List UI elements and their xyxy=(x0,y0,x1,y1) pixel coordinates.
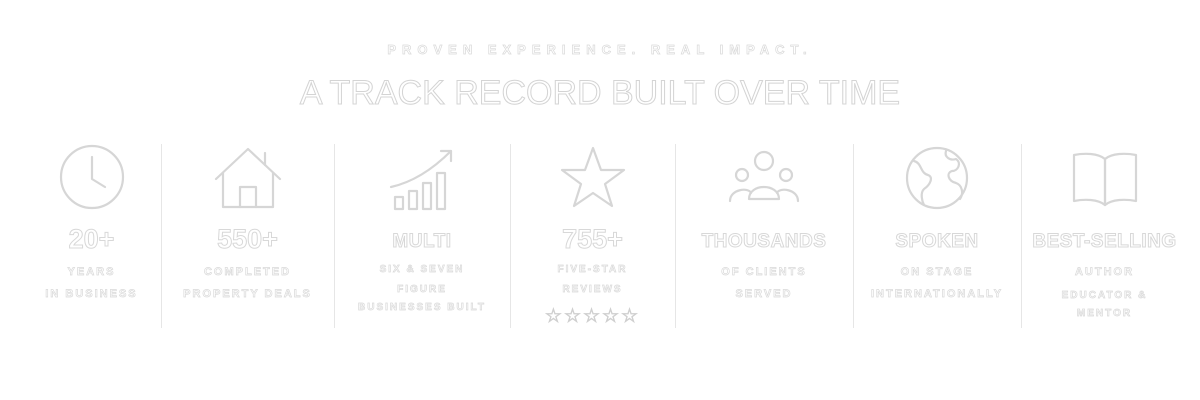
growth-chart-icon xyxy=(385,143,459,213)
stat-label-line3: MENTOR xyxy=(1076,308,1133,320)
globe-icon xyxy=(900,143,974,213)
stat-label-line1: OF CLIENTS xyxy=(721,266,807,279)
stat-spoken: SPOKEN ON STAGE INTERNATIONALLY xyxy=(853,140,1021,330)
book-icon xyxy=(1068,143,1142,213)
divider xyxy=(675,144,676,328)
stat-label-line2: EDUCATOR & xyxy=(1061,290,1148,302)
stat-label-line2: REVIEWS xyxy=(562,284,623,296)
clock-icon xyxy=(55,143,129,213)
stat-value: 550+ xyxy=(217,224,279,255)
stats-row: 20+ YEARS IN BUSINESS 550+ COMPLETED PRO… xyxy=(22,140,1188,330)
people-icon xyxy=(727,143,801,213)
stat-label-line2: FIGURE xyxy=(397,284,447,296)
stat-label-line3: BUSINESSES BUILT xyxy=(358,302,486,314)
stat-label-line1: ON STAGE xyxy=(900,266,974,279)
star-rating: ☆☆☆☆☆ xyxy=(544,305,641,327)
stat-label-line2: IN BUSINESS xyxy=(45,288,138,301)
divider xyxy=(1021,144,1022,328)
divider xyxy=(510,144,511,328)
stat-label-line1: COMPLETED xyxy=(203,266,292,279)
stat-businesses: MULTI SIX & SEVEN FIGURE BUSINESSES BUIL… xyxy=(334,140,510,330)
stat-label-line2: INTERNATIONALLY xyxy=(870,288,1004,301)
stat-years: 20+ YEARS IN BUSINESS xyxy=(22,140,161,330)
divider xyxy=(161,144,162,328)
stat-property-deals: 550+ COMPLETED PROPERTY DEALS xyxy=(161,140,334,330)
star-icon xyxy=(556,143,630,213)
stat-label-line1: YEARS xyxy=(67,266,116,279)
stat-value: THOUSANDS xyxy=(701,231,827,253)
stat-clients: THOUSANDS OF CLIENTS SERVED xyxy=(675,140,853,330)
stat-label-line1: FIVE-STAR xyxy=(557,264,628,276)
stat-label-line2: PROPERTY DEALS xyxy=(183,288,312,301)
stat-value: SPOKEN xyxy=(895,231,979,253)
house-icon xyxy=(211,143,285,213)
section-title: A TRACK RECORD BUILT OVER TIME xyxy=(299,74,901,113)
section-eyebrow: PROVEN EXPERIENCE. REAL IMPACT. xyxy=(387,42,813,58)
stat-author: BEST-SELLING AUTHOR EDUCATOR & MENTOR xyxy=(1021,140,1188,330)
stat-value: BEST-SELLING xyxy=(1032,231,1177,253)
stat-reviews: 755+ FIVE-STAR REVIEWS ☆☆☆☆☆ xyxy=(510,140,675,330)
stat-value: MULTI xyxy=(392,231,452,253)
stat-value: 755+ xyxy=(562,224,624,255)
stat-value: 20+ xyxy=(68,224,115,255)
stat-label-line1: SIX & SEVEN xyxy=(379,264,465,276)
divider xyxy=(853,144,854,328)
divider xyxy=(334,144,335,328)
stat-label-line2: SERVED xyxy=(735,288,793,301)
stat-label-line1: AUTHOR xyxy=(1074,266,1135,279)
